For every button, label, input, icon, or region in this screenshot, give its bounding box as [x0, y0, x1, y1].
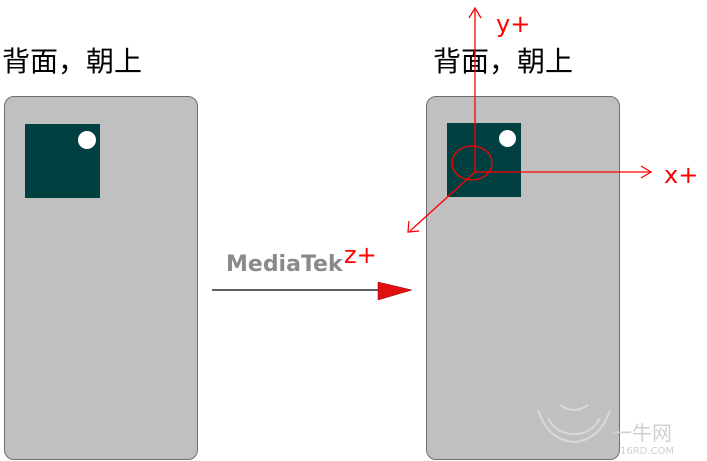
camera-lens-right	[499, 130, 516, 147]
mediatek-watermark: MediaTek	[226, 252, 344, 277]
y-axis-label: y+	[496, 10, 530, 38]
site-watermark-logo	[537, 404, 611, 444]
origin-ellipse	[451, 145, 493, 181]
x-axis-label: x+	[664, 161, 698, 189]
y-axis-arrowhead	[468, 6, 482, 19]
site-watermark: 一牛网	[612, 421, 672, 445]
x-axis-arrowhead	[640, 165, 653, 179]
z-axis-label: z+	[344, 241, 377, 269]
right-panel-title: 背面，朝上	[433, 45, 574, 78]
camera-lens-left	[78, 131, 96, 149]
z-axis-line	[409, 171, 476, 232]
transition-arrow-head	[377, 281, 413, 301]
left-panel-title: 背面，朝上	[2, 45, 143, 78]
z-axis-arrowhead	[407, 220, 420, 233]
axis-system	[407, 6, 653, 233]
site-watermark-url: 16RD.COM	[620, 446, 674, 457]
